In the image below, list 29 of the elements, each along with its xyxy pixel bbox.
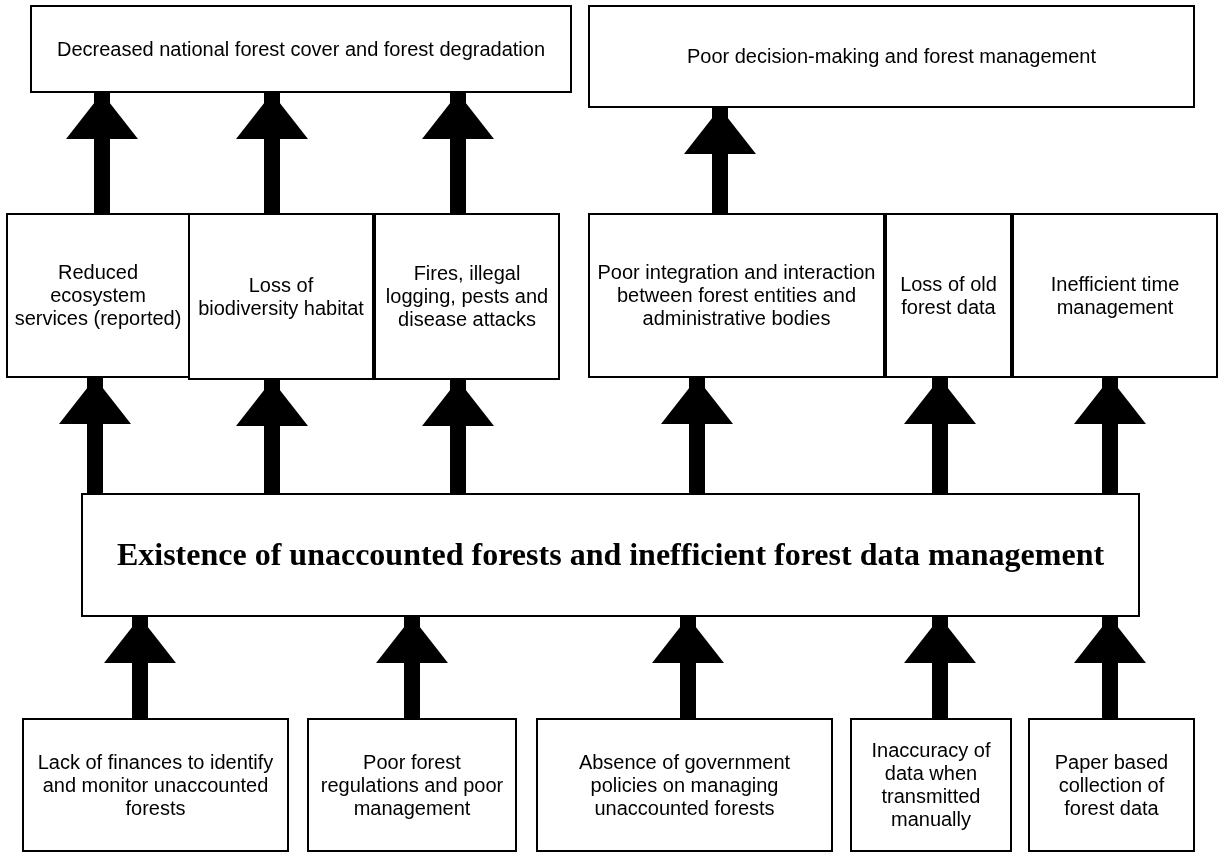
arrow [1074, 378, 1146, 493]
consequence-box: Inefficient time management [1012, 213, 1218, 378]
arrow [66, 93, 138, 213]
arrow [904, 617, 976, 718]
core-problem-box: Existence of unaccounted forests and inefficient forest data management [81, 493, 1140, 617]
arrow [684, 108, 756, 213]
consequence-box: Loss of old forest data [885, 213, 1012, 378]
cause-box: Absence of government policies on managing unaccounted forests [536, 718, 833, 852]
arrow [376, 617, 448, 718]
arrow [422, 93, 494, 213]
cause-box: Lack of finances to identify and monitor unaccounted forests [22, 718, 289, 852]
consequence-box: Loss of biodiversity habitat [188, 213, 374, 380]
cause-box: Poor forest regulations and poor management [307, 718, 517, 852]
arrow [1074, 617, 1146, 718]
arrow [236, 380, 308, 493]
consequence-box: Poor integration and interaction between forest entities and administrative bodies [588, 213, 885, 378]
effect-box: Poor decision-making and forest management [588, 5, 1195, 108]
arrow [904, 378, 976, 493]
arrow [422, 380, 494, 493]
arrow [236, 93, 308, 213]
arrow [661, 378, 733, 493]
arrow [652, 617, 724, 718]
consequence-box: Fires, illegal logging, pests and disease attacks [374, 213, 560, 380]
effect-box: Decreased national forest cover and forest degradation [30, 5, 572, 93]
arrow [104, 617, 176, 718]
cause-box: Paper based collection of forest data [1028, 718, 1195, 852]
consequence-box: Reduced ecosystem services (reported) [6, 213, 190, 378]
cause-box: Inaccuracy of data when transmitted manually [850, 718, 1012, 852]
arrow [59, 378, 131, 493]
